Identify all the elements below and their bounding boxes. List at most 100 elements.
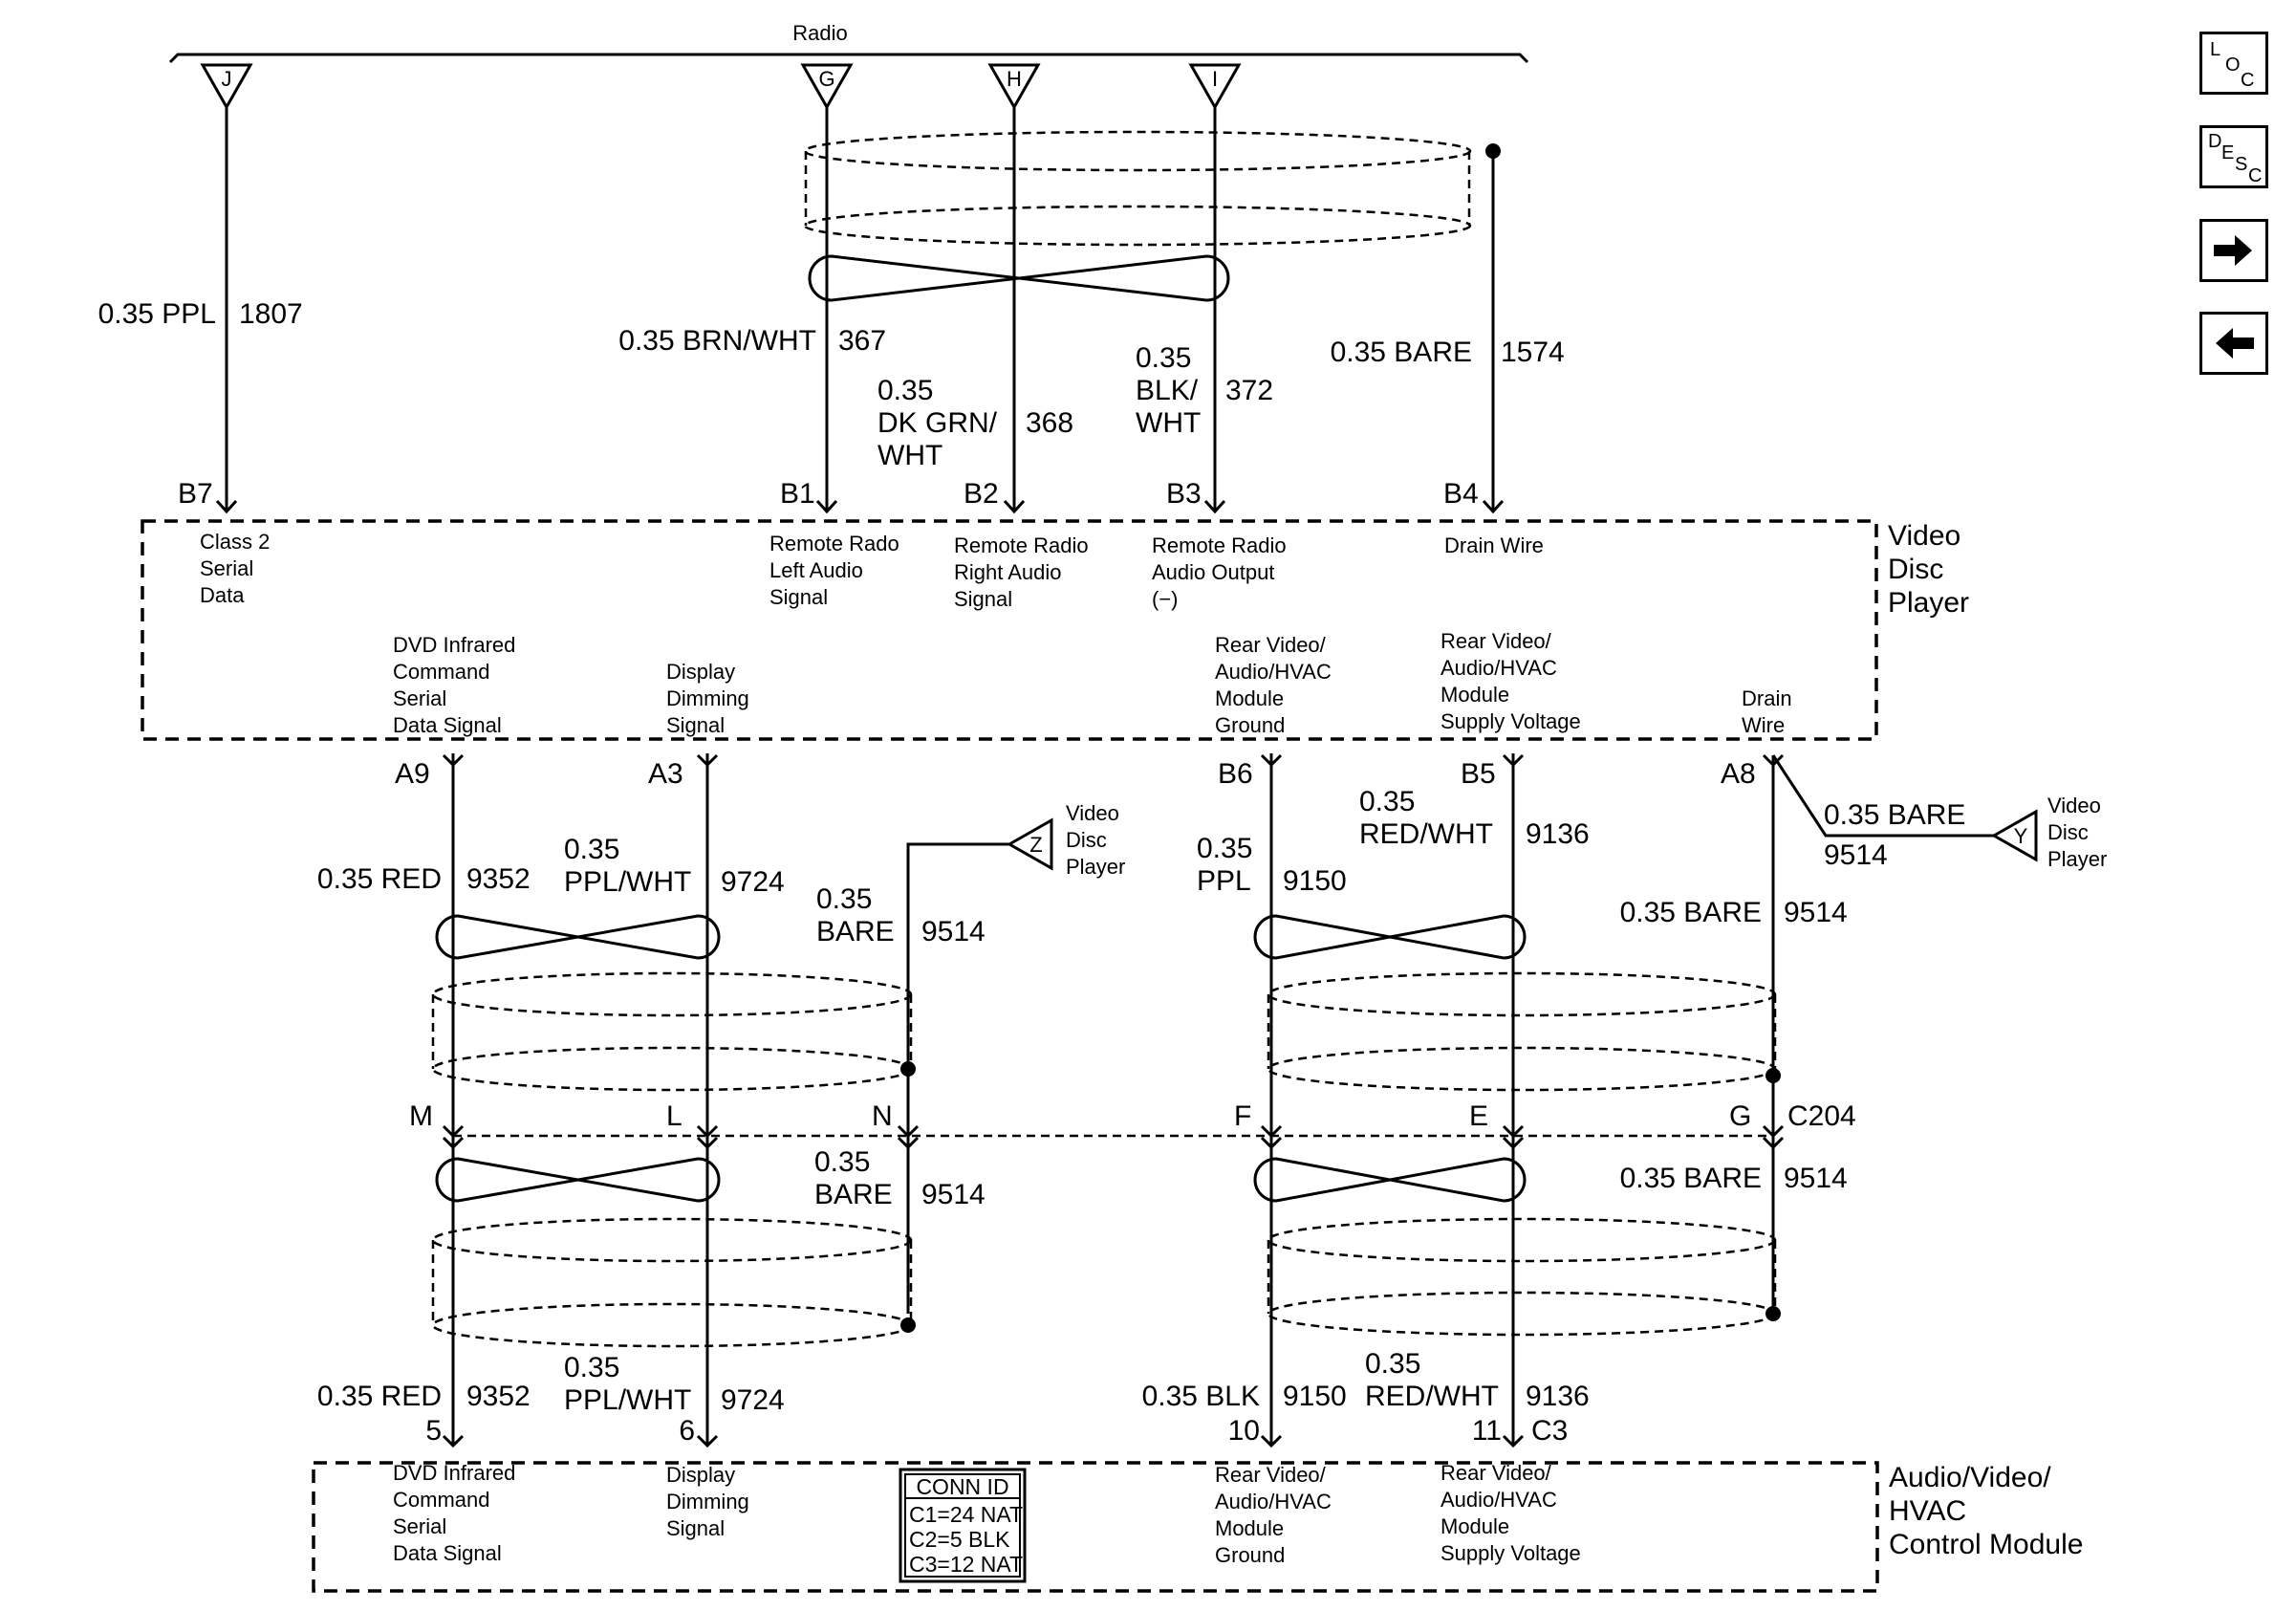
next-page-button[interactable] [2199,219,2268,282]
svg-text:Data Signal: Data Signal [393,713,502,737]
vdp-pin-desc-class2: Class 2 Serial Data [200,530,270,607]
svg-text:DVD Infrared: DVD Infrared [393,1461,515,1485]
wire-label-9514-low-circuit: 9514 [921,1179,986,1210]
svg-text:(−): (−) [1152,587,1179,611]
pin-b7: B7 [178,478,213,510]
previous-page-button[interactable] [2199,312,2268,375]
wire-label-368-color-1: 0.35 [877,375,933,406]
wire-label-9136-circuit: 9136 [1526,818,1590,850]
svg-text:H: H [1007,67,1022,91]
svg-text:Rear Video/: Rear Video/ [1215,1463,1327,1487]
svg-text:Rear Video/: Rear Video/ [1440,629,1552,653]
pin-b6: B6 [1218,758,1253,790]
c204-pin-g: G [1729,1100,1751,1132]
arrow-left-icon [2216,328,2254,359]
wire-label-9136-bottom-color-2: RED/WHT [1365,1381,1499,1412]
pin-11: 11 [1472,1415,1502,1447]
svg-text:Supply Voltage: Supply Voltage [1440,1541,1581,1565]
svg-text:Signal: Signal [769,585,828,609]
pin-b5: B5 [1461,758,1496,790]
connector-c3: C3 [1531,1415,1568,1447]
loc-letter-c: C [2241,70,2255,91]
pin-6: 6 [679,1415,695,1447]
top-shield-drain-splice [1485,143,1501,159]
c204-pin-l: L [666,1100,682,1132]
svg-text:Serial: Serial [393,686,446,710]
twisted-pairs [435,914,1527,1203]
splice-ref-z: Z Video Disc Player [1006,801,1125,879]
c204-name: C204 [1787,1100,1856,1132]
desc-letter-d: D [2208,131,2222,152]
desc-letter-e: E [2221,142,2235,163]
svg-text:Drain: Drain [1742,686,1792,710]
svg-text:Remote Radio: Remote Radio [1152,533,1287,557]
wire-label-367-color: 0.35 BRN/WHT [618,325,816,357]
cm-pin-desc-module-ground: Rear Video/ Audio/HVAC Module Ground [1215,1463,1332,1567]
svg-text:Dimming: Dimming [666,1490,749,1513]
wire-label-9150-color-2: PPL [1197,865,1251,897]
svg-text:Command: Command [393,660,489,684]
control-module-name: Audio/Video/ HVAC Control Module [1889,1462,2083,1560]
terminal-i: I [1188,63,1242,111]
splice-ref-y: Y Video Disc Player [1990,794,2107,871]
svg-text:Z: Z [1029,833,1042,857]
c204-pin-f: F [1234,1100,1251,1132]
wire-label-9514-y-circuit: 9514 [1824,839,1888,871]
cm-pin-desc-display-dimming: Display Dimming Signal [666,1463,749,1540]
wire-label-9514-low-color-2: BARE [814,1179,893,1210]
wire-label-367-circuit: 367 [838,325,886,357]
vdp-pin-desc-dvd-infrared: DVD Infrared Command Serial Data Signal [393,633,515,737]
svg-text:Y: Y [2014,824,2028,848]
pin-a3: A3 [648,758,683,790]
svg-text:Module: Module [1215,1516,1284,1540]
wire-label-9514-z-color-2: BARE [816,916,895,947]
svg-text:Command: Command [393,1488,489,1512]
svg-text:C1=24 NAT: C1=24 NAT [909,1502,1023,1527]
conn-id-table: CONN ID C1=24 NAT C2=5 BLK C3=12 NAT [899,1468,1027,1583]
top-wires [215,107,1505,514]
wire-label-9136-color-2: RED/WHT [1359,818,1493,850]
svg-text:Audio/HVAC: Audio/HVAC [1440,1488,1557,1512]
svg-text:C3=12 NAT: C3=12 NAT [909,1552,1023,1577]
control-module-box [312,1461,1879,1593]
wire-label-372-color-2: BLK/ [1136,375,1199,406]
svg-text:Disc: Disc [1888,554,1943,585]
svg-text:Audio Output: Audio Output [1152,560,1274,584]
c204-pin-n: N [872,1100,893,1132]
loc-button[interactable]: L O C [2199,32,2268,95]
pin-a9: A9 [395,758,430,790]
svg-text:Supply Voltage: Supply Voltage [1440,709,1581,733]
wire-label-9724-bottom-color-2: PPL/WHT [564,1384,691,1416]
terminal-h: H [987,63,1041,111]
desc-letter-c: C [2248,165,2263,186]
svg-text:Signal: Signal [954,587,1012,611]
wire-label-1574-color: 0.35 BARE [1331,337,1472,368]
wire-label-9352-bottom-circuit: 9352 [466,1381,531,1412]
svg-text:Serial: Serial [200,556,253,580]
lower-wires [442,753,1994,1448]
svg-text:Player: Player [1888,587,1969,619]
svg-text:Signal: Signal [666,1516,725,1540]
shields [431,971,1777,1348]
loc-letter-l: L [2210,39,2221,60]
vdp-pin-desc-module-ground: Rear Video/ Audio/HVAC Module Ground [1215,633,1332,737]
wire-label-9514-low-right-color: 0.35 BARE [1620,1163,1762,1194]
svg-text:Rear Video/: Rear Video/ [1215,633,1327,657]
pin-5: 5 [425,1415,442,1447]
svg-text:Module: Module [1440,1514,1509,1538]
svg-text:G: G [818,67,834,91]
svg-text:Disc: Disc [1066,828,1107,852]
svg-text:Ground: Ground [1215,713,1285,737]
wire-label-9136-bottom-color-1: 0.35 [1365,1348,1420,1380]
wire-label-9724-bottom-color-1: 0.35 [564,1352,619,1383]
pin-b4: B4 [1443,478,1479,510]
c204-pin-m: M [409,1100,433,1132]
svg-text:Class 2: Class 2 [200,530,270,554]
top-twisted-pair [808,254,1230,302]
svg-text:Display: Display [666,660,735,684]
svg-text:Audio/Video/: Audio/Video/ [1889,1462,2051,1493]
svg-text:Player: Player [1066,855,1125,879]
svg-text:Dimming: Dimming [666,686,749,710]
top-shield [803,130,1472,247]
desc-button[interactable]: D E S C [2199,125,2268,188]
